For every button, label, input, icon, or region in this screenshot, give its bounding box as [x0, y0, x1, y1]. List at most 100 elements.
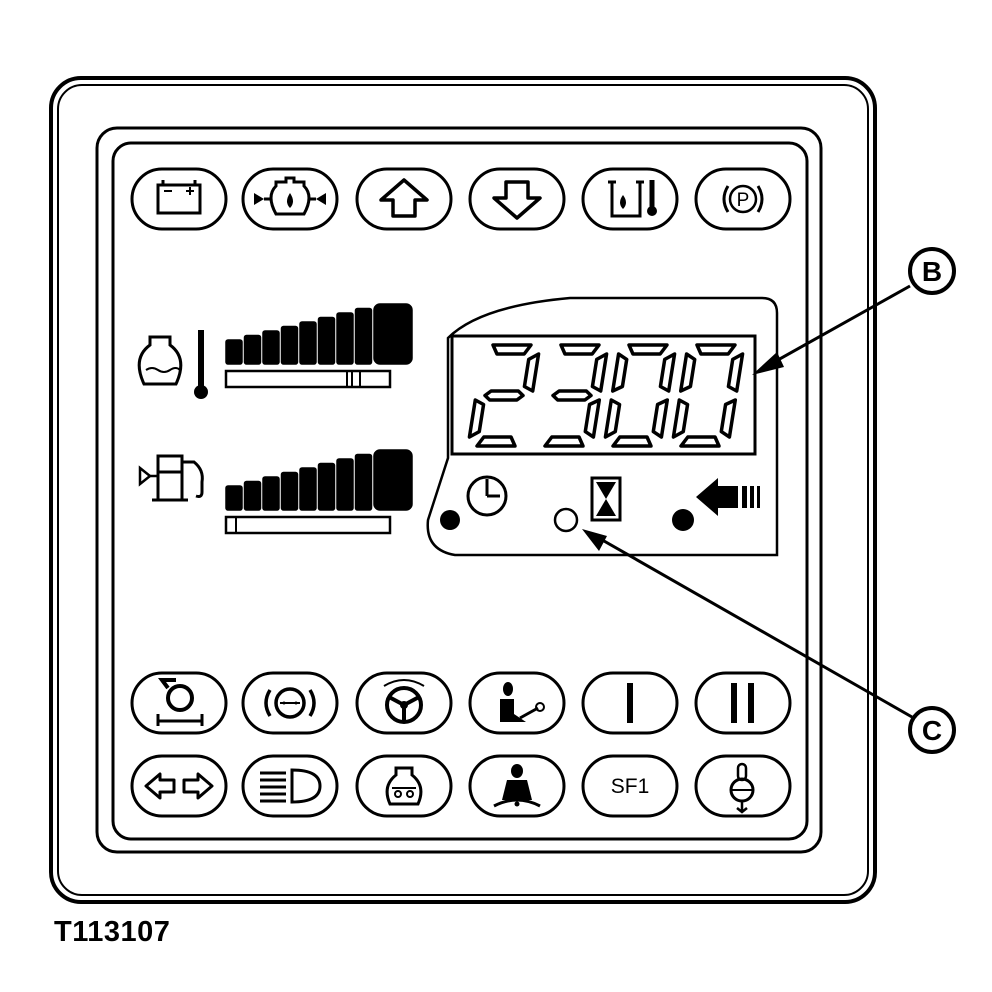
lcd-segment [671, 398, 690, 439]
lcd-segment [695, 343, 737, 356]
engine-oil-pressure-icon [254, 176, 326, 216]
gauge-bar-segment [299, 467, 317, 511]
lcd-segment [491, 343, 533, 356]
lcd-segment [658, 352, 677, 393]
fuel-scale-strip [224, 515, 392, 535]
coolant-scale-strip [224, 369, 392, 389]
shift-down-indicator-button[interactable] [468, 167, 566, 231]
shift-down-icon [492, 180, 542, 220]
callout-c: C [582, 529, 956, 754]
shift-up-icon [379, 178, 429, 218]
lcd-segment [726, 352, 745, 393]
steering-button[interactable] [355, 671, 453, 735]
headlight-button[interactable] [241, 754, 339, 818]
inner-panel-edge [111, 141, 809, 841]
coolant-temperature-gauge [137, 303, 413, 399]
arrow-left-icon [696, 478, 760, 516]
gauge-bar-segment [243, 480, 262, 511]
indicator-light-clock [440, 510, 460, 530]
callout-b: B [752, 247, 956, 375]
hydraulic-oil-temp-icon [608, 180, 657, 218]
display-area: 2300 [426, 296, 779, 557]
range-two-button[interactable] [694, 671, 792, 735]
gauge-bar-segment [225, 485, 243, 511]
range-one-button[interactable] [581, 671, 679, 735]
gauge-bar-segment [243, 334, 262, 365]
pto-button[interactable] [130, 671, 228, 735]
headlight-icon [260, 768, 322, 804]
lcd-segment [611, 435, 653, 448]
svg-text:P: P [737, 190, 750, 211]
lcd-segment [522, 352, 541, 393]
gauge-bar-segment [317, 462, 336, 511]
gauge-bar-segment [354, 453, 373, 511]
gauge-bar-segment [317, 316, 336, 365]
brake-icon [264, 687, 316, 719]
gauge-bar-segment [373, 449, 413, 511]
park-brake-indicator-button[interactable]: P [694, 167, 792, 231]
coolant-bar-graph [225, 303, 413, 365]
indicator-light-arrow [672, 509, 694, 531]
lcd-segment [467, 398, 486, 439]
battery-icon [156, 180, 202, 215]
gauge-bar-segment [225, 339, 243, 365]
outer-bezel-inner-edge [57, 84, 869, 896]
operator-seat-button[interactable] [468, 671, 566, 735]
lcd-segment [603, 398, 622, 439]
gauge-bar-segment [262, 476, 280, 511]
hour-meter-clock-icon [466, 475, 508, 517]
engine-button[interactable] [355, 754, 453, 818]
scale-strip-outline [224, 515, 392, 535]
shift-up-indicator-button[interactable] [355, 167, 453, 231]
engine-icon [385, 766, 423, 806]
gauge-bar-segment [280, 471, 299, 511]
bottom-button-row-2: SF1 [130, 754, 792, 818]
seat-belt-icon [493, 764, 541, 808]
thermometer-bulb-button[interactable] [694, 754, 792, 818]
lcd-segment [627, 343, 669, 356]
hydraulic-temp-indicator-button[interactable] [581, 167, 679, 231]
figure-id-label: T113107 [54, 916, 171, 948]
lcd-segment [583, 398, 602, 439]
steering-wheel-icon [383, 679, 425, 724]
battery-indicator-button[interactable] [130, 167, 228, 231]
gauge-bar-segment [262, 330, 280, 365]
hourglass-icon [590, 476, 622, 522]
lcd-segment [678, 352, 697, 393]
lcd-segment [483, 389, 525, 402]
indicator-light-hourglass [553, 507, 579, 533]
gauge-bar-segment [336, 458, 354, 511]
callout-b-label: B [922, 256, 942, 287]
lcd-segment [610, 352, 629, 393]
lcd-segment [551, 389, 593, 402]
gauge-bar-segment [280, 325, 299, 365]
fuel-level-gauge [138, 449, 413, 535]
callout-c-label: C [922, 715, 942, 746]
fuel-bar-graph [225, 449, 413, 511]
lcd-segment [679, 435, 721, 448]
thermometer-bulb-icon [729, 762, 755, 814]
coolant-temperature-icon [137, 330, 208, 399]
gauge-bar-segment [373, 303, 413, 365]
turn-signal-icon [144, 772, 214, 800]
seat-belt-button[interactable] [468, 754, 566, 818]
lcd-segment [590, 352, 609, 393]
gauge-bar-segment [354, 307, 373, 365]
scale-strip-outline [224, 369, 392, 389]
pto-icon [156, 678, 204, 726]
lcd-segment [475, 435, 517, 448]
turn-signal-button[interactable] [130, 754, 228, 818]
inner-panel [95, 126, 823, 854]
fuel-pump-icon [138, 454, 204, 502]
sf1-button-label: SF1 [611, 775, 650, 798]
top-indicator-row: P [130, 167, 792, 231]
lcd-reading [467, 343, 745, 448]
operator-seat-lever-icon [500, 682, 545, 722]
gauge-bar-segment [299, 321, 317, 365]
gauge-bar-segment [336, 312, 354, 365]
sf1-button[interactable]: SF1 [581, 754, 679, 818]
oil-pressure-indicator-button[interactable] [241, 167, 339, 231]
brake-button[interactable] [241, 671, 339, 735]
lcd-segment [651, 398, 670, 439]
